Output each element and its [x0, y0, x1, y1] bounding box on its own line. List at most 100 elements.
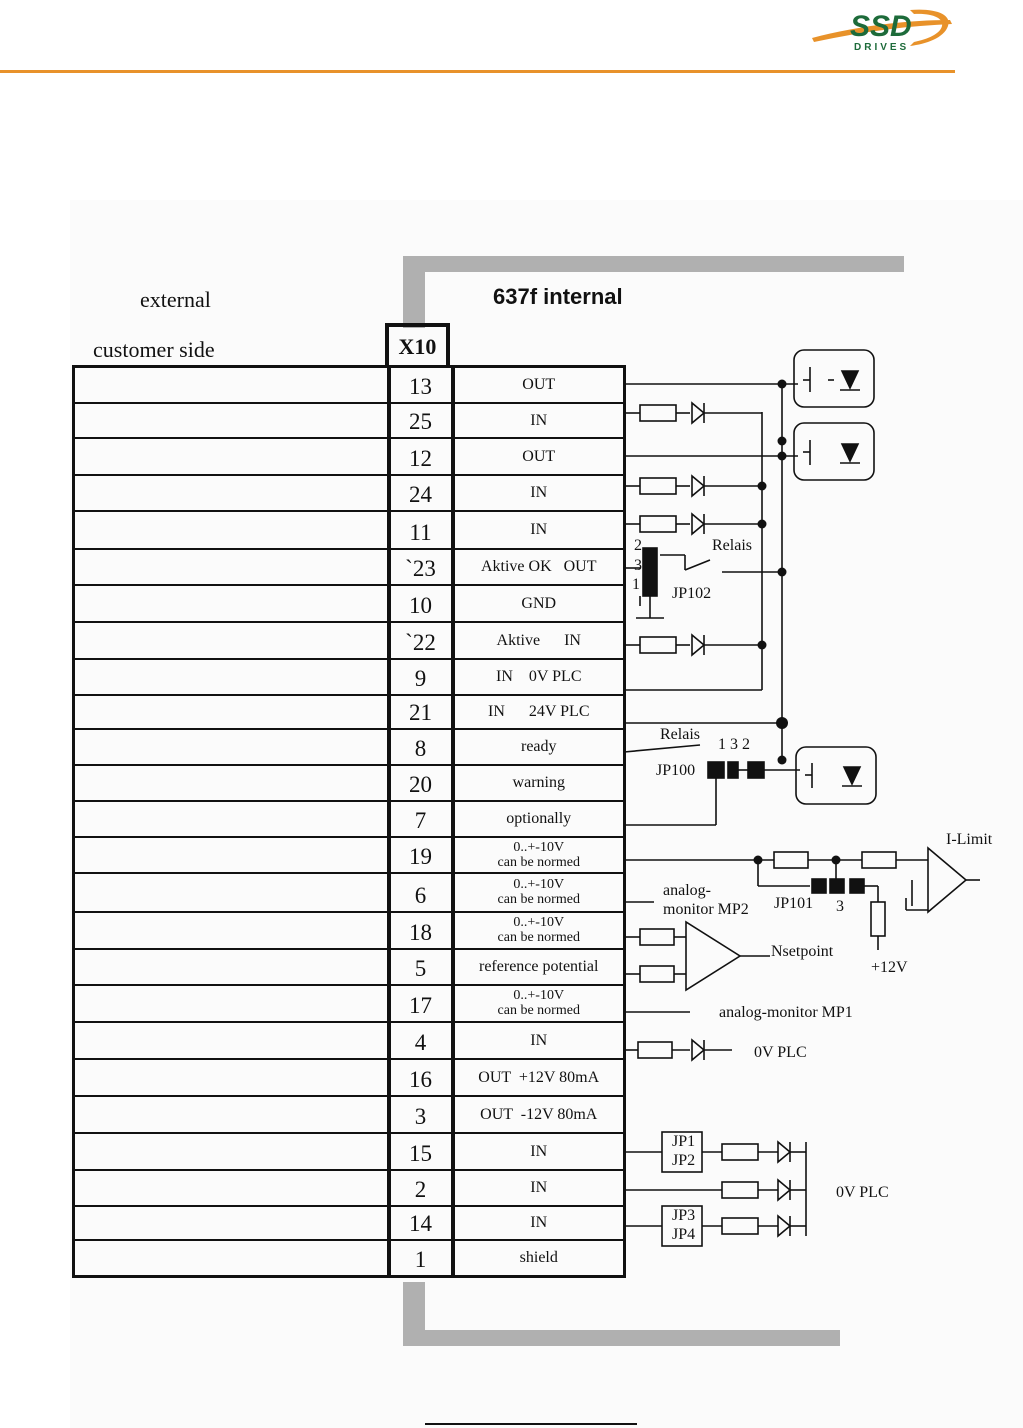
customer-wire-cell	[72, 799, 390, 838]
pin-number: 8	[386, 727, 455, 766]
internal-title: 637f internal	[493, 284, 623, 309]
pin-number: 11	[386, 509, 455, 550]
pin-number: 14	[386, 1204, 455, 1241]
external-label: external	[140, 287, 211, 312]
pin-description-text: GND	[521, 594, 557, 612]
pin-description-text: 0..+-10V	[513, 839, 565, 855]
plus12v-label: +12V	[871, 959, 908, 976]
terminal-row: 3 OUT -12V 80mA	[72, 1094, 626, 1134]
optocoupler-2	[793, 422, 875, 481]
customer-wire-cell	[72, 1020, 390, 1060]
terminal-row: 24 IN	[72, 473, 626, 512]
pin-description-text: OUT -12V 80mA	[480, 1105, 598, 1123]
pin-description: OUT	[451, 365, 626, 404]
jp100-label: JP100	[656, 762, 696, 779]
pin-description: reference potential	[451, 947, 626, 986]
pin-description-text: OUT +12V 80mA	[478, 1068, 600, 1086]
pin-number: 2	[386, 1168, 455, 1207]
terminal-row: `22 Aktive IN	[72, 620, 626, 660]
pin-description: IN	[451, 1168, 626, 1207]
pin-description: IN	[451, 1131, 626, 1171]
analog-mp1-label: analog-monitor MP1	[719, 1004, 853, 1021]
customer-wire-cell	[72, 727, 390, 766]
pin-description: optionally	[451, 799, 626, 838]
jp2-label: JP2	[672, 1152, 696, 1169]
relais-mid-label: Relais	[660, 726, 700, 743]
customer-wire-cell	[72, 1204, 390, 1241]
pin-description: IN	[451, 509, 626, 550]
pin-description-note: can be normed	[497, 930, 580, 945]
pin-description: IN	[451, 1020, 626, 1060]
svg-text:SSD: SSD	[850, 10, 912, 43]
connector-header: X10	[385, 323, 450, 367]
pin-number: 16	[386, 1057, 455, 1097]
pin-description-text: IN 0V PLC	[496, 668, 582, 685]
pin-description-text: IN	[530, 484, 548, 501]
pin-description-note: can be normed	[497, 854, 580, 870]
pin-number: 9	[386, 657, 455, 696]
relais-top-label: Relais	[712, 537, 752, 554]
jp101-label: JP101	[774, 895, 814, 912]
pin-description-text: shield	[519, 1249, 558, 1267]
pin-description-text: IN	[530, 1142, 548, 1160]
pin-number: 19	[386, 835, 455, 874]
analog-mp2-label-2: monitor MP2	[663, 901, 749, 918]
pin-description-text: Aktive IN	[496, 631, 581, 649]
pin-description: OUT +12V 80mA	[451, 1057, 626, 1097]
pin-description-text: IN	[530, 1031, 548, 1049]
pin-number: 10	[386, 583, 455, 623]
pin-number: 25	[386, 401, 455, 439]
pin-number: 3	[386, 1094, 455, 1134]
customer-wire-cell	[72, 763, 390, 802]
pin-description-text: warning	[512, 774, 565, 791]
customer-wire-cell	[72, 657, 390, 696]
pin-description-text: 0..+-10V	[513, 988, 565, 1003]
customer-wire-cell	[72, 693, 390, 730]
customer-wire-cell	[72, 1238, 390, 1278]
pin-number: `22	[386, 620, 455, 660]
ssd-drives-logo: SSD DRIVES	[812, 9, 952, 53]
pin-number: 24	[386, 473, 455, 512]
pin-description-text: IN	[530, 1179, 548, 1196]
analog-mp2-label: analog-	[663, 882, 711, 899]
terminal-row: 9 IN 0V PLC	[72, 657, 626, 696]
pin-description: Aktive OK OUT	[451, 547, 626, 586]
connector-label: X10	[398, 334, 437, 359]
customer-wire-cell	[72, 1057, 390, 1097]
jp102-pin1: 1	[632, 576, 640, 593]
pin-description-text: 0..+-10V	[513, 915, 565, 930]
terminal-row: 2 IN	[72, 1168, 626, 1207]
pin-description: IN	[451, 1204, 626, 1241]
pin-number: 4	[386, 1020, 455, 1060]
pin-description: OUT -12V 80mA	[451, 1094, 626, 1134]
pin-description: IN 24V PLC	[451, 693, 626, 730]
i-limit-label: I-Limit	[946, 831, 993, 848]
pin-number: 18	[386, 910, 455, 950]
pin-description-text: OUT	[522, 447, 556, 465]
pin-description-text: Aktive OK OUT	[480, 558, 597, 575]
terminal-row: 10 GND	[72, 583, 626, 623]
pin-description: GND	[451, 583, 626, 623]
pin-description-text: IN 24V PLC	[488, 703, 590, 720]
ov-plc-label-1: 0V PLC	[754, 1044, 807, 1061]
customer-wire-cell	[72, 547, 390, 586]
customer-wire-cell	[72, 473, 390, 512]
pin-description: IN 0V PLC	[451, 657, 626, 696]
